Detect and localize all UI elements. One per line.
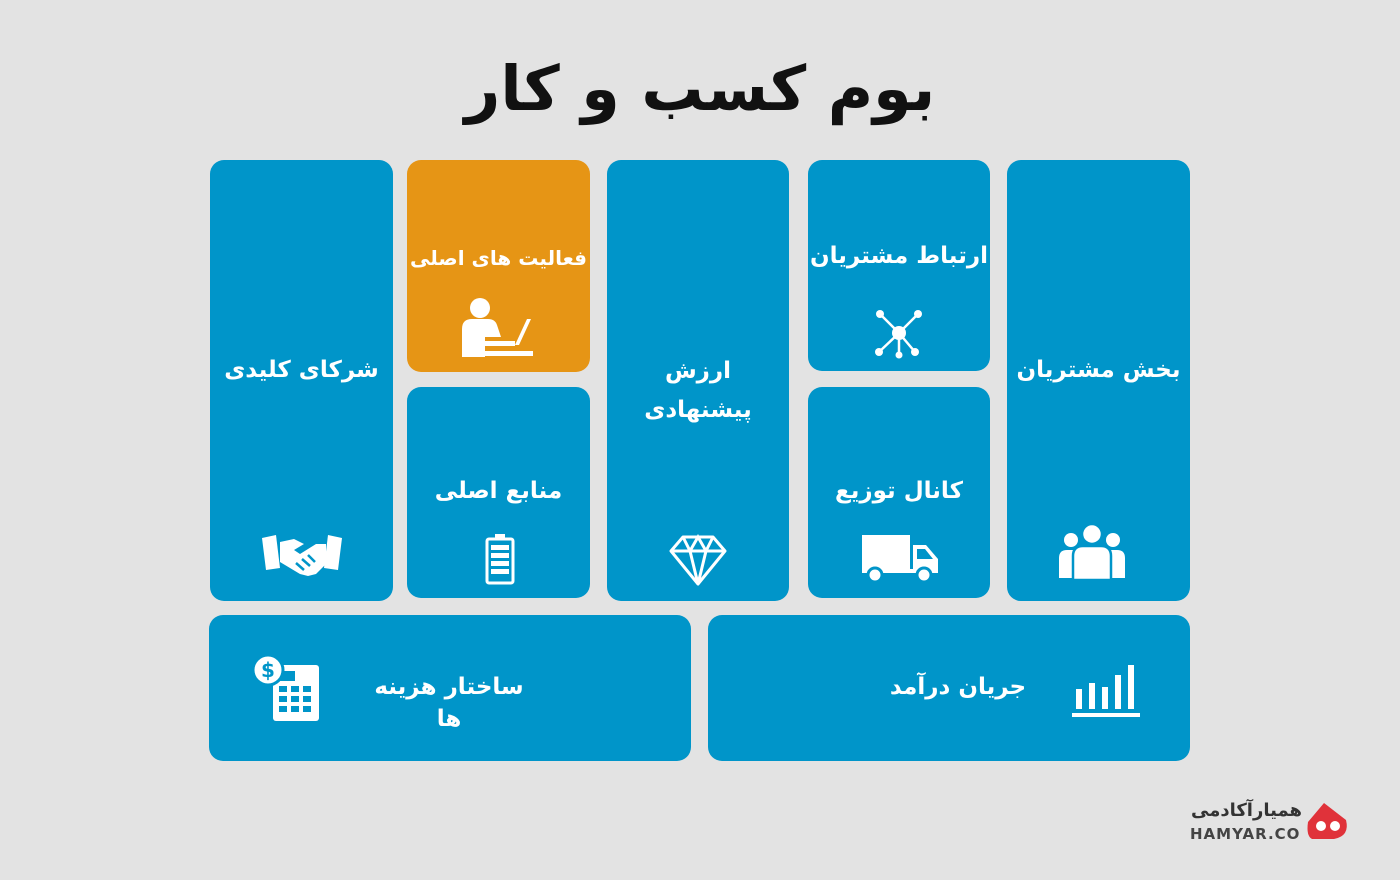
value-propositions-label-line1: ارزش (664, 358, 732, 384)
key-partners-label: شرکای کلیدی (224, 357, 379, 383)
value-propositions-label-line2: پیشنهادی (644, 397, 752, 423)
revenue-streams-label: جریان درآمد (889, 674, 1027, 700)
truck-icon (862, 535, 938, 584)
hamyar-logo-icon (1307, 803, 1347, 839)
calculator-dollar-icon: $ (251, 653, 319, 721)
logo-name: همیارآکادمی (1190, 800, 1302, 821)
block-key-activities: فعالیت های اصلی (407, 160, 590, 372)
channels-label: کانال توزیع (835, 478, 963, 504)
bar-chart-icon (1072, 665, 1140, 717)
block-key-resources: منابع اصلی (407, 387, 590, 598)
diamond-icon (669, 534, 727, 586)
block-customer-segments: بخش مشتریان (1007, 160, 1190, 601)
block-key-partners: شرکای کلیدی (210, 160, 393, 601)
customer-relationships-label: ارتباط مشتریان (810, 243, 988, 269)
block-channels: کانال توزیع (808, 387, 990, 598)
block-customer-relationships: ارتباط مشتریان (808, 160, 990, 371)
svg-text:$: $ (261, 658, 275, 682)
page-title: بوم کسب و کار (464, 52, 936, 125)
key-activities-label: فعالیت های اصلی (410, 246, 587, 270)
key-resources-label: منابع اصلی (434, 478, 563, 504)
logo-domain: HAMYAR.CO (1190, 825, 1301, 843)
battery-icon (485, 534, 515, 585)
customer-segments-label: بخش مشتریان (1016, 357, 1181, 383)
cost-structure-label: ساختار هزینه ها (374, 674, 524, 733)
block-revenue-streams: جریان درآمد (708, 615, 1190, 761)
network-icon (875, 310, 922, 359)
person-laptop-icon (462, 298, 533, 357)
handshake-icon (262, 535, 342, 576)
block-value-propositions: ارزش پیشنهادی (607, 160, 789, 601)
people-group-icon (1059, 522, 1125, 582)
block-cost-structure: ساختار هزینه ها $ (209, 615, 691, 761)
